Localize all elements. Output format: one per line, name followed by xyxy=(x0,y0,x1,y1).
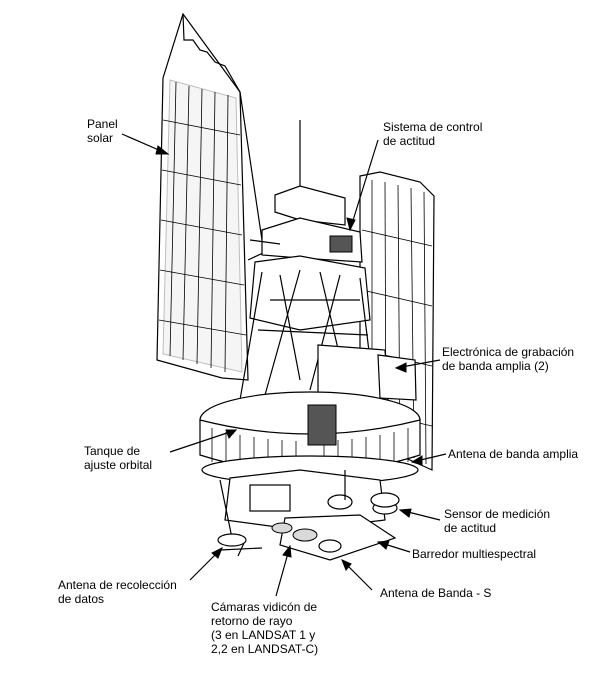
label-multispectral-scanner-line1: Barredor multiespectral xyxy=(412,547,537,561)
label-vidicon-cameras: Cámaras vidicón de retorno de rayo (3 en… xyxy=(211,600,318,656)
main-ring xyxy=(199,391,421,485)
label-wideband-antenna: Antena de banda amplia xyxy=(448,447,578,461)
label-data-collection-antenna-line2: de datos xyxy=(58,592,105,606)
top-mast xyxy=(249,120,363,263)
label-multispectral-scanner: Barredor multiespectral xyxy=(412,547,536,561)
label-vidicon-cameras-line1: Cámaras vidicón de xyxy=(211,600,318,614)
label-wideband-recorder: Electrónica de grabación de banda amplia… xyxy=(442,345,574,373)
label-wideband-recorder-line1: Electrónica de grabación xyxy=(442,345,575,359)
label-attitude-sensor-line2: de actitud xyxy=(444,521,497,535)
label-wideband-antenna-line1: Antena de banda amplia xyxy=(448,447,579,461)
label-vidicon-cameras-line4: 2,2 en LANDSAT-C) xyxy=(211,642,319,656)
label-panel-solar-line2: solar xyxy=(87,131,114,145)
label-orbit-tank: Tanque de ajuste orbital xyxy=(84,444,152,472)
label-attitude-sensor: Sensor de medición de actitud xyxy=(444,507,550,535)
label-data-collection-antenna: Antena de recolección de datos xyxy=(58,578,177,606)
lower-payload xyxy=(217,469,400,561)
label-data-collection-antenna-line1: Antena de recolección xyxy=(58,578,177,592)
label-attitude-control-line2: de actitud xyxy=(383,134,436,148)
label-attitude-control-line1: Sistema de control xyxy=(383,120,483,134)
label-panel-solar-line1: Panel xyxy=(87,117,118,131)
label-vidicon-cameras-line3: (3 en LANDSAT 1 y xyxy=(211,628,316,642)
label-vidicon-cameras-line2: retorno de rayo xyxy=(211,614,293,628)
label-panel-solar: Panel solar xyxy=(87,117,118,145)
left-solar-panel xyxy=(156,12,281,381)
label-orbit-tank-line1: Tanque de xyxy=(84,444,141,458)
label-attitude-control: Sistema de control de actitud xyxy=(383,120,482,148)
label-attitude-sensor-line1: Sensor de medición xyxy=(444,507,551,521)
label-orbit-tank-line2: ajuste orbital xyxy=(84,458,153,472)
truss-structure xyxy=(239,255,417,401)
label-s-band-antenna-line1: Antena de Banda - S xyxy=(380,586,492,600)
label-wideband-recorder-line2: de banda amplia (2) xyxy=(442,359,549,373)
leader-lines xyxy=(121,133,447,597)
label-s-band-antenna: Antena de Banda - S xyxy=(380,586,491,600)
